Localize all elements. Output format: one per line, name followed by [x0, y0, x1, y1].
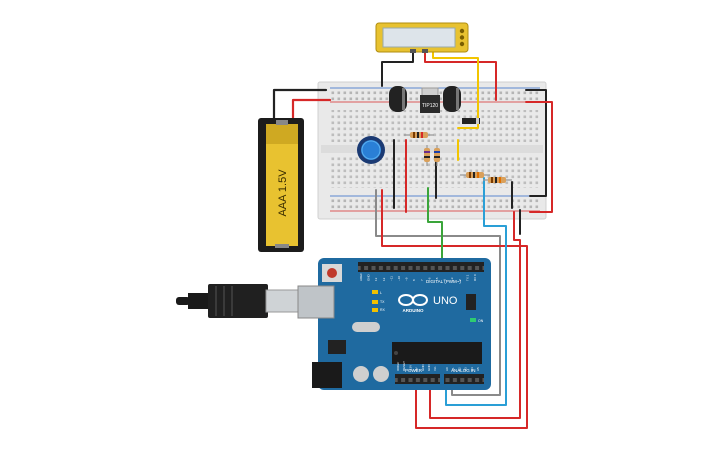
resistor-3 [434, 145, 440, 166]
wire-rail-black-right [525, 89, 547, 197]
transistor-label: TIP120 [422, 103, 438, 109]
pin-label: A3 [464, 367, 468, 371]
dc-motor [375, 22, 469, 53]
wire-yellow [432, 49, 479, 129]
on-label: ON [478, 319, 484, 323]
wire-battery-red [291, 98, 332, 122]
pin-label: 2 [458, 279, 462, 281]
pin-label: A1 [451, 367, 455, 371]
resistor-5 [483, 177, 512, 183]
pin-label: GND [427, 364, 431, 372]
wire-battery-black [272, 88, 328, 122]
pin-label: 3.3V [408, 365, 412, 371]
analog-label: ANALOG IN [451, 368, 476, 373]
pin-label: 5V [415, 367, 419, 371]
pin-label: ~3 [450, 277, 454, 281]
pin-label: 7 [420, 279, 424, 281]
l-label: L [380, 291, 382, 295]
pin-label: A4 [470, 367, 474, 371]
battery-holder: AAA 1.5V [258, 118, 304, 252]
resistor-4 [460, 172, 490, 178]
wire-red-5v [381, 189, 528, 429]
rx-label: RX [380, 308, 386, 312]
wire-green [427, 187, 443, 269]
pin-label: AREF [359, 273, 363, 281]
resistor-1 [404, 132, 434, 138]
pin-label: ~6 [427, 277, 431, 281]
pin-label: RESET [402, 361, 406, 371]
tx-label: TX [380, 300, 385, 304]
pin-label: A2 [457, 367, 461, 371]
battery-label: AAA 1.5V [277, 169, 289, 217]
pin-label: 12 [382, 277, 386, 281]
capacitor-left [389, 86, 407, 112]
transistor-tip120: TIP120 [420, 87, 440, 113]
wire-rail-red-right [525, 101, 553, 213]
digital-label: DIGITAL (PWM~) [426, 279, 461, 284]
usb-cable [176, 284, 299, 318]
arduino-model: UNO [433, 295, 458, 307]
arduino-logo-icon [398, 294, 428, 306]
pin-label: TX 1 [465, 274, 469, 281]
potentiometer [357, 136, 385, 164]
wires [272, 49, 553, 429]
pin-label: Vin [433, 366, 437, 371]
pin-label: IOREF [396, 362, 400, 371]
wire-motor-red [424, 49, 497, 101]
pin-label: 4 [443, 279, 447, 281]
wire-red-2 [429, 211, 521, 419]
pin-label: ~5 [435, 277, 439, 281]
arduino-board: UNO ARDUINO DIGITAL (PWM~) POWER ANALOG … [297, 258, 491, 390]
wire-motor-black [381, 49, 414, 87]
resistor-2 [424, 145, 430, 166]
diode [462, 118, 480, 124]
pin-label: 8 [412, 279, 416, 281]
pin-label: A5 [476, 367, 480, 371]
power-label: POWER [405, 368, 423, 373]
arduino-brand: ARDUINO [403, 308, 424, 313]
wire-gray [375, 189, 501, 396]
pin-label: GND [421, 364, 425, 372]
pin-label: ~10 [397, 276, 401, 281]
wire-blue [445, 177, 507, 406]
pin-label: A0 [445, 367, 449, 371]
capacitor-right [443, 86, 461, 112]
pin-label: ~11 [389, 276, 393, 281]
pin-label: GND [367, 274, 371, 282]
pin-label: ~9 [405, 277, 409, 281]
pin-label: RX 0 [473, 274, 477, 281]
pin-label: 13 [374, 277, 378, 281]
